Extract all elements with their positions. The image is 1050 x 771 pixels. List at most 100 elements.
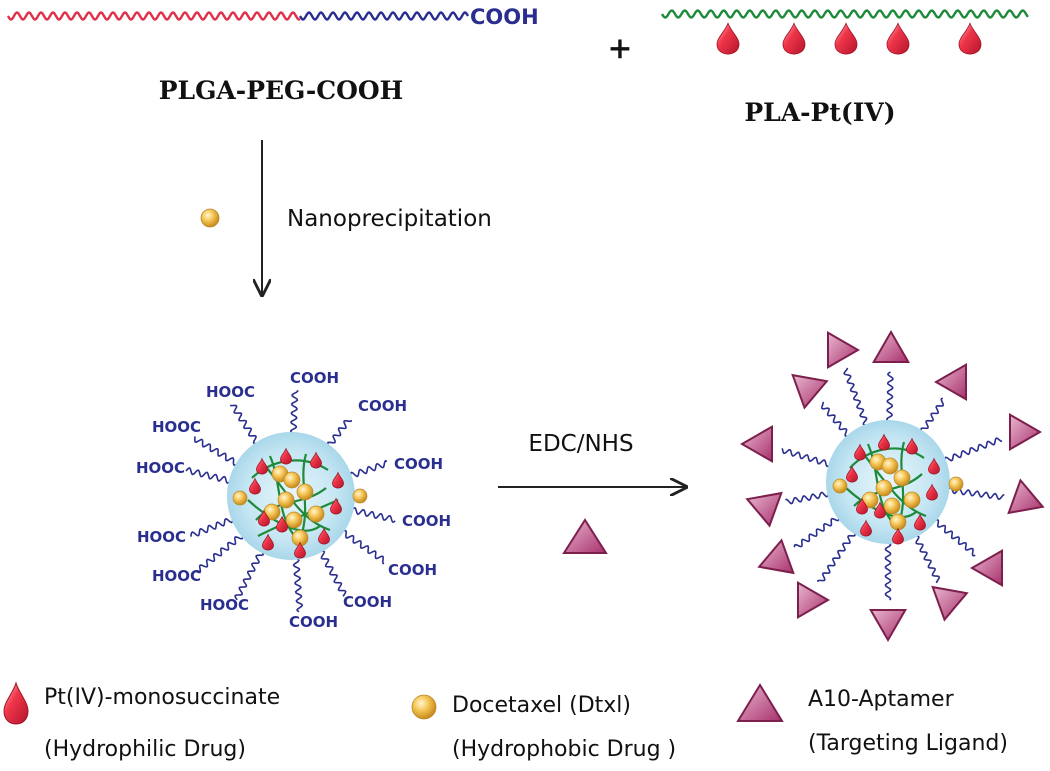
peg-chain: [298, 11, 470, 21]
aptamer-targeted-nanoparticle: [739, 329, 1045, 643]
peg-chain: [781, 448, 836, 468]
pt-drop: [860, 519, 872, 537]
peg-chain: [325, 419, 353, 451]
aptamer-ligand: [757, 538, 795, 575]
pt-drop: [262, 533, 274, 551]
docetaxel-particle: [875, 479, 893, 497]
drug-loaded-nanoparticle: COOH COOH COOH COOH COOH COOH COOH HOOC …: [136, 369, 451, 631]
pla-pt-drop: [886, 22, 910, 55]
legend-aptamer-role: (Targeting Ligand): [808, 731, 1008, 756]
aptamer-ligand: [931, 585, 969, 622]
cooh-label: COOH: [290, 369, 339, 387]
pla-pt-drop: [716, 22, 740, 55]
pt-drop: [276, 515, 288, 533]
docetaxel-legend-icon: [411, 694, 437, 720]
pt-drop: [846, 465, 858, 483]
pla-pt-drops: [716, 22, 982, 55]
docetaxel-particle: [903, 491, 921, 509]
aptamer-ligand: [868, 609, 908, 643]
peg-chain: [185, 467, 236, 484]
hooc-label: HOOC: [152, 418, 201, 436]
cooh-label: COOH: [388, 561, 437, 579]
peg-chain: [843, 367, 871, 431]
peg-chain: [911, 531, 941, 584]
peg-chain: [316, 546, 347, 597]
edc-nhs-label: EDC/NHS: [528, 431, 633, 457]
legend-pt-role: (Hydrophilic Drug): [44, 737, 246, 762]
aptamer-ligand: [1009, 412, 1043, 452]
peg-chain: [884, 537, 892, 601]
peg-chain: [793, 512, 843, 548]
docetaxel-particle: [352, 488, 368, 504]
pt-drop: [280, 447, 292, 465]
docetaxel-particle: [296, 483, 314, 501]
pt-drop: [926, 483, 938, 501]
cooh-end-groups: COOH COOH COOH COOH COOH COOH COOH HOOC …: [136, 369, 451, 631]
aptamer-ligand: [871, 329, 911, 363]
docetaxel-reagent-icon: [200, 208, 220, 228]
peg-chain: [190, 514, 238, 537]
docetaxel-particle: [232, 490, 248, 506]
peg-chain: [930, 517, 976, 557]
pt-drop: [914, 513, 926, 531]
aptamer-legend-icon: [736, 683, 784, 722]
pt-drop: [892, 527, 904, 545]
core-drug-matrix: [832, 433, 964, 545]
peg-chain: [346, 506, 396, 523]
polymer2-label: PLA-Pt(IV): [744, 98, 895, 127]
hooc-label: HOOC: [137, 528, 186, 546]
pt-drop: [330, 497, 342, 515]
peg-cooh-corona: [185, 389, 396, 613]
pt-drop: [310, 451, 322, 469]
pt-drop: [294, 541, 306, 559]
aptamer-ligand: [933, 362, 967, 402]
legend: Pt(IV)-monosuccinate (Hydrophilic Drug) …: [3, 681, 1008, 762]
docetaxel-particle: [307, 505, 325, 523]
peg-aptamer-corona: [739, 329, 1045, 643]
docetaxel-particle: [832, 478, 848, 494]
pt-drop: [854, 443, 866, 461]
plga-peg-cooh-polymer: COOH: [6, 5, 539, 29]
peg-chain: [289, 389, 299, 439]
legend-aptamer-name: A10-Aptamer: [808, 687, 955, 712]
pt-drop: [258, 509, 270, 527]
pt-drop: [856, 497, 868, 515]
cooh-label: COOH: [402, 512, 451, 530]
pt-drop: [332, 471, 344, 489]
aptamer-ligand: [827, 330, 861, 370]
core-drug-matrix: [232, 447, 368, 559]
pt-drop: [878, 433, 890, 451]
hooc-label: HOOC: [200, 596, 249, 614]
pt-drop: [928, 457, 940, 475]
pla-pt-drop: [958, 22, 982, 55]
polymer1-label: PLGA-PEG-COOH: [159, 76, 404, 105]
pt-drop-legend-icon: [3, 681, 29, 725]
cooh-label: COOH: [358, 397, 407, 415]
cooh-label: COOH: [394, 455, 443, 473]
aptamer-ligand: [791, 373, 829, 410]
docetaxel-particle: [285, 511, 303, 529]
hooc-label: HOOC: [136, 459, 185, 477]
nanoprecipitation-label: Nanoprecipitation: [287, 206, 492, 232]
plga-chain: [6, 11, 301, 21]
plus-sign: +: [607, 31, 632, 66]
polymer1-end-group: COOH: [470, 5, 539, 29]
pt-drop: [249, 477, 261, 495]
legend-docetaxel-role: (Hydrophobic Drug ): [452, 737, 676, 762]
peg-chain: [345, 459, 388, 481]
docetaxel-particle: [893, 469, 911, 487]
peg-chain: [816, 527, 857, 582]
hooc-label: HOOC: [206, 383, 255, 401]
cooh-label: COOH: [343, 593, 392, 611]
docetaxel-particle: [277, 491, 295, 509]
pla-pt-polymer: [660, 9, 1029, 55]
docetaxel-particle: [948, 476, 964, 492]
docetaxel-particle: [883, 497, 901, 515]
docetaxel-particle: [283, 471, 301, 489]
peg-chain: [337, 529, 385, 565]
pt-drop: [874, 501, 886, 519]
pla-pt-drop: [834, 22, 858, 55]
peg-chain: [291, 553, 304, 613]
cooh-label: COOH: [289, 613, 338, 631]
legend-pt-name: Pt(IV)-monosuccinate: [44, 685, 280, 710]
